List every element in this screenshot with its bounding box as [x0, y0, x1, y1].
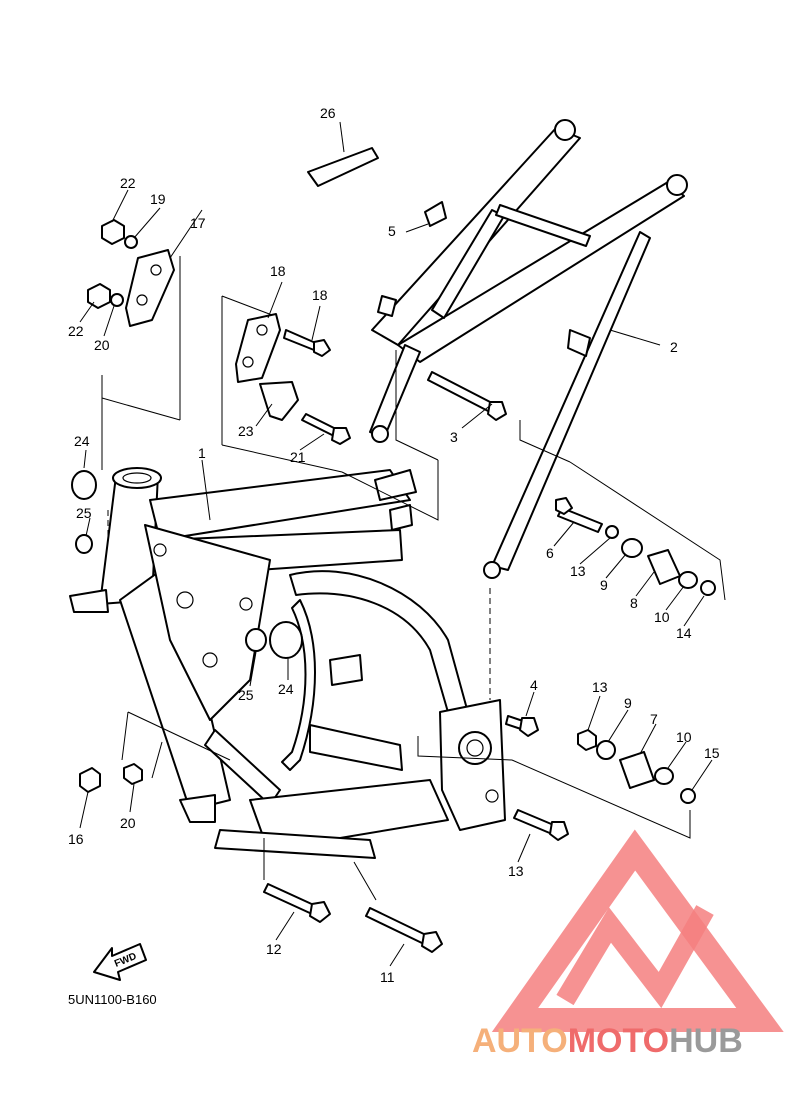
callout-25-top: 25	[76, 505, 92, 521]
callout-17: 20	[120, 815, 136, 831]
callout-24-top: 24	[74, 433, 90, 449]
main-frame	[69, 467, 506, 859]
callout-21: 21	[290, 449, 306, 465]
callout-1: 1	[198, 445, 206, 461]
callout-19: 18	[312, 287, 328, 303]
callout-10-lower: 10	[676, 729, 692, 745]
callout-22-bottom: 22	[68, 323, 84, 339]
callout-4: 4	[530, 677, 538, 693]
hardware-parts	[71, 147, 716, 953]
watermark-text: AUTOMOTOHUB	[472, 1022, 743, 1060]
callout-23: 23	[238, 423, 254, 439]
callout-13-upper-a: 13	[570, 563, 586, 579]
rear-sub-frame	[369, 119, 688, 579]
callout-26: 26	[320, 105, 336, 121]
watermark-triangle	[491, 829, 784, 1032]
watermark-moto: MOTO	[568, 1022, 669, 1060]
callout-22-top: 22	[120, 175, 136, 191]
callout-10-upper: 10	[654, 609, 670, 625]
callout-14: 12	[266, 941, 282, 957]
callout-11: 13	[508, 863, 524, 879]
callout-25-bottom: 25	[238, 687, 254, 703]
callout-9-lower: 9	[624, 695, 632, 711]
watermark-auto: AUTO	[472, 1022, 568, 1060]
callout-13-lower: 15	[704, 745, 720, 761]
watermark-logo	[491, 829, 784, 1032]
watermark-hub: HUB	[669, 1022, 743, 1060]
callout-5: 5	[388, 223, 396, 239]
assembly-guides	[101, 256, 726, 901]
callout-18-center: 18	[270, 263, 286, 279]
forward-direction-indicator: FWD	[93, 943, 147, 981]
callout-9-upper: 9	[600, 577, 608, 593]
callout-24-bottom: 24	[278, 681, 294, 697]
callout-7: 7	[650, 711, 658, 727]
callouts: 26 22 19 17 5 18 18 22 20 2 23 3 24 21 1…	[68, 105, 720, 985]
callout-12: 13	[592, 679, 608, 695]
callout-15: 16	[68, 831, 84, 847]
callout-20-bottom: 20	[94, 337, 110, 353]
callout-8: 8	[630, 595, 638, 611]
callout-3: 3	[450, 429, 458, 445]
callout-20-top: 19	[150, 191, 166, 207]
callout-18-left: 17	[190, 215, 206, 231]
callout-6: 6	[546, 545, 554, 561]
leader-lines	[79, 121, 713, 967]
diagram-code: 5UN1100-B160	[68, 992, 157, 1007]
svg-text:AUTOMOTOHUB: AUTOMOTOHUB	[472, 1022, 743, 1060]
callout-2: 2	[670, 339, 678, 355]
callout-16: 11	[380, 969, 395, 985]
callout-13-upper-b: 14	[676, 625, 692, 641]
